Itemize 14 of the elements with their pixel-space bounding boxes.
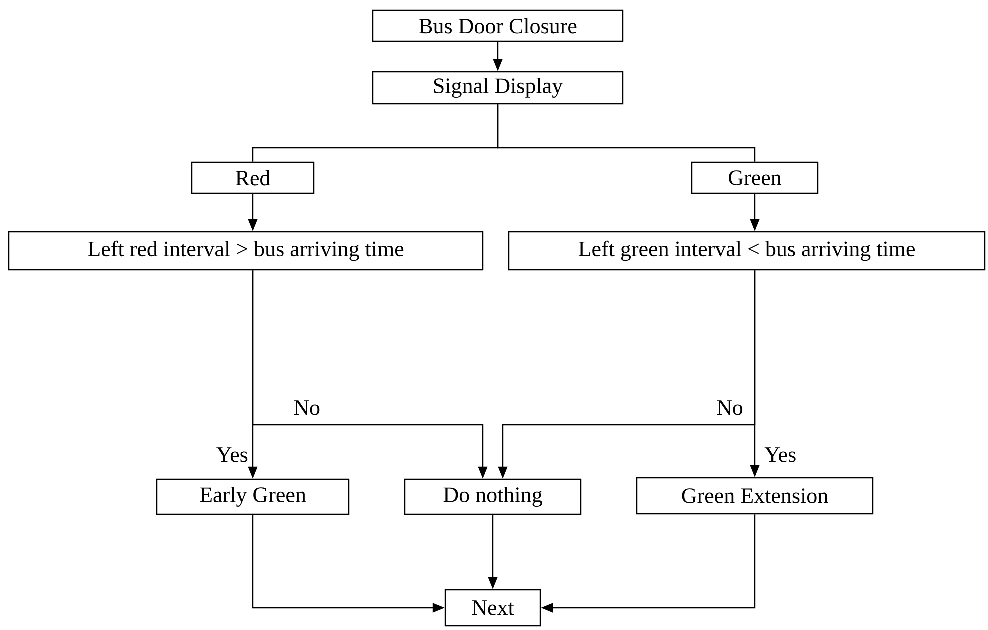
process-box: Bus Door Closure bbox=[372, 10, 624, 42]
edge-label: No bbox=[292, 399, 322, 417]
process-box: Left red interval > bus arriving time bbox=[8, 231, 484, 271]
process-box: Early Green bbox=[156, 478, 350, 516]
edge-label: Yes bbox=[763, 446, 798, 464]
process-box: Red bbox=[191, 162, 315, 194]
process-box: Green Extension bbox=[636, 477, 874, 515]
process-box: Signal Display bbox=[372, 71, 624, 105]
process-box: Next bbox=[444, 589, 542, 627]
process-box: Green bbox=[691, 162, 819, 194]
process-box: Do nothing bbox=[404, 478, 582, 516]
process-box: Left green interval < bus arriving time bbox=[508, 231, 986, 271]
edge-label: No bbox=[715, 399, 745, 417]
edge-label: Yes bbox=[215, 446, 250, 464]
